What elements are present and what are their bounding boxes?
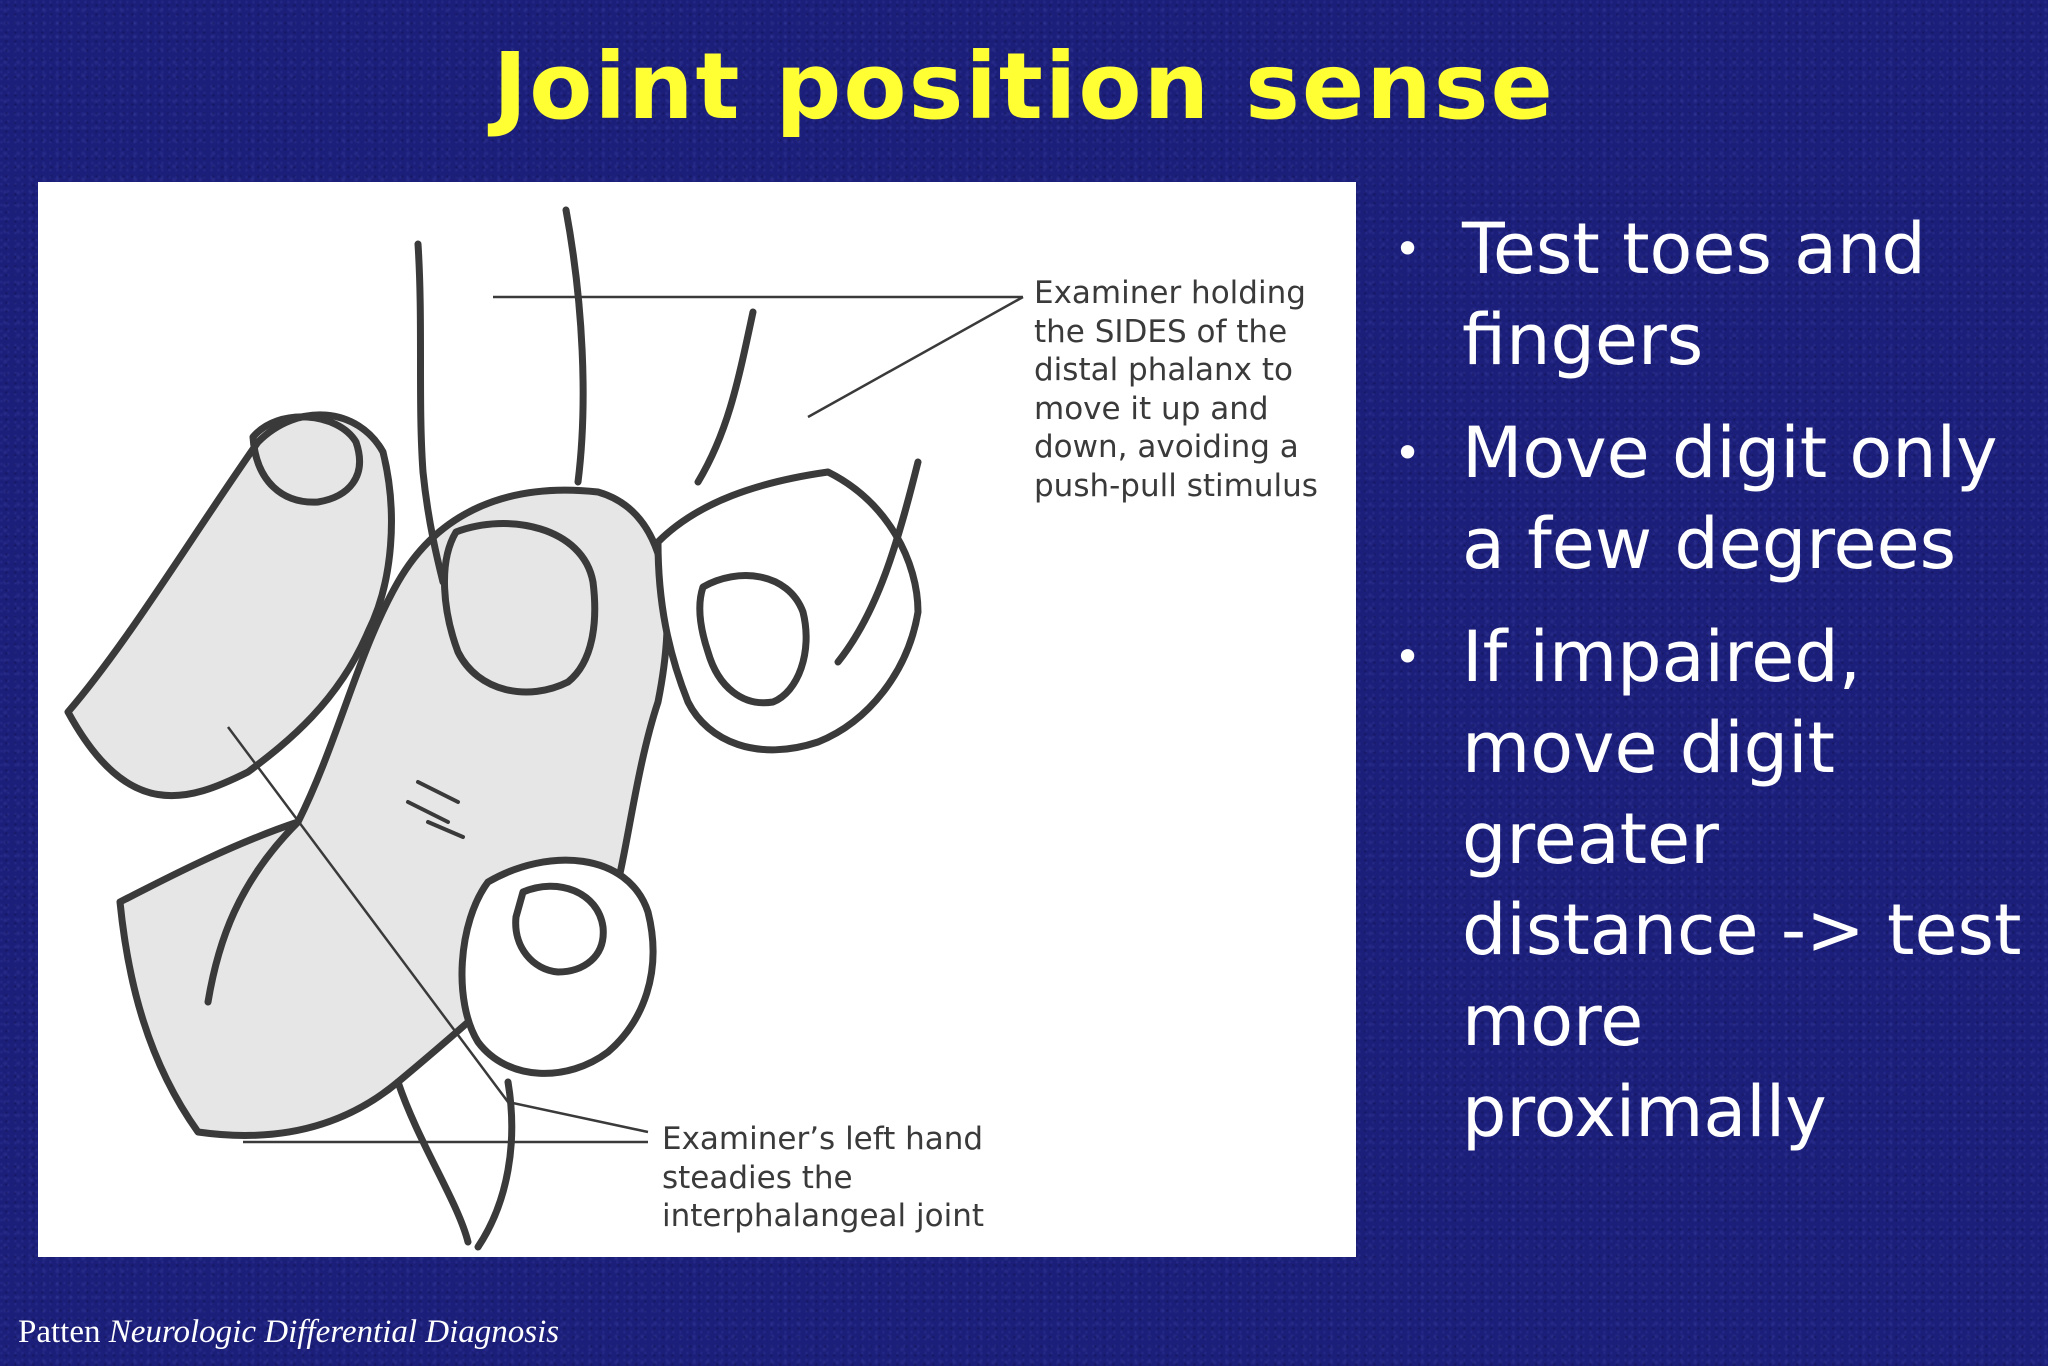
illustration-panel: Examiner holding the SIDES of the distal… xyxy=(38,182,1356,1257)
patient-fingernail xyxy=(441,520,599,696)
examiner-thumb-left xyxy=(64,411,395,800)
bullet-item: • Test toes and fingers xyxy=(1390,204,2030,386)
bullet-text: Move digit only a few degrees xyxy=(1462,412,1998,585)
bullet-text: Test toes and fingers xyxy=(1462,208,1926,381)
callout-bottom-label: Examiner’s left hand steadies the interp… xyxy=(662,1121,985,1234)
bullet-marker: • xyxy=(1394,426,1422,480)
examiner-fingernail-right xyxy=(696,572,810,707)
bullet-list: • Test toes and fingers • Move digit onl… xyxy=(1390,204,2030,1180)
examiner-thumbnail-left xyxy=(249,413,364,506)
citation-author: Patten xyxy=(18,1314,101,1350)
patient-finger xyxy=(116,486,671,1139)
bullet-item: • Move digit only a few degrees xyxy=(1390,408,2030,590)
callout-top-label: Examiner holding the SIDES of the distal… xyxy=(1034,275,1318,504)
bullet-marker: • xyxy=(1394,222,1422,276)
citation-book-title: Neurologic Differential Diagnosis xyxy=(108,1314,560,1350)
bullet-item: • If impaired, move digit greater distan… xyxy=(1390,612,2030,1158)
bullet-text: If impaired, move digit greater distance… xyxy=(1462,616,2022,1153)
leader-line-top xyxy=(493,295,1024,419)
hand-illustration xyxy=(64,206,1024,1251)
bullet-marker: • xyxy=(1394,630,1422,684)
source-citation: Patten Neurologic Differential Diagnosis xyxy=(18,1314,559,1351)
leader-line-bottom xyxy=(226,726,649,1144)
slide-title: Joint position sense xyxy=(493,33,1555,140)
examiner-thumbnail-bottom xyxy=(512,882,607,976)
examiner-thumb-bottom xyxy=(458,856,657,1077)
